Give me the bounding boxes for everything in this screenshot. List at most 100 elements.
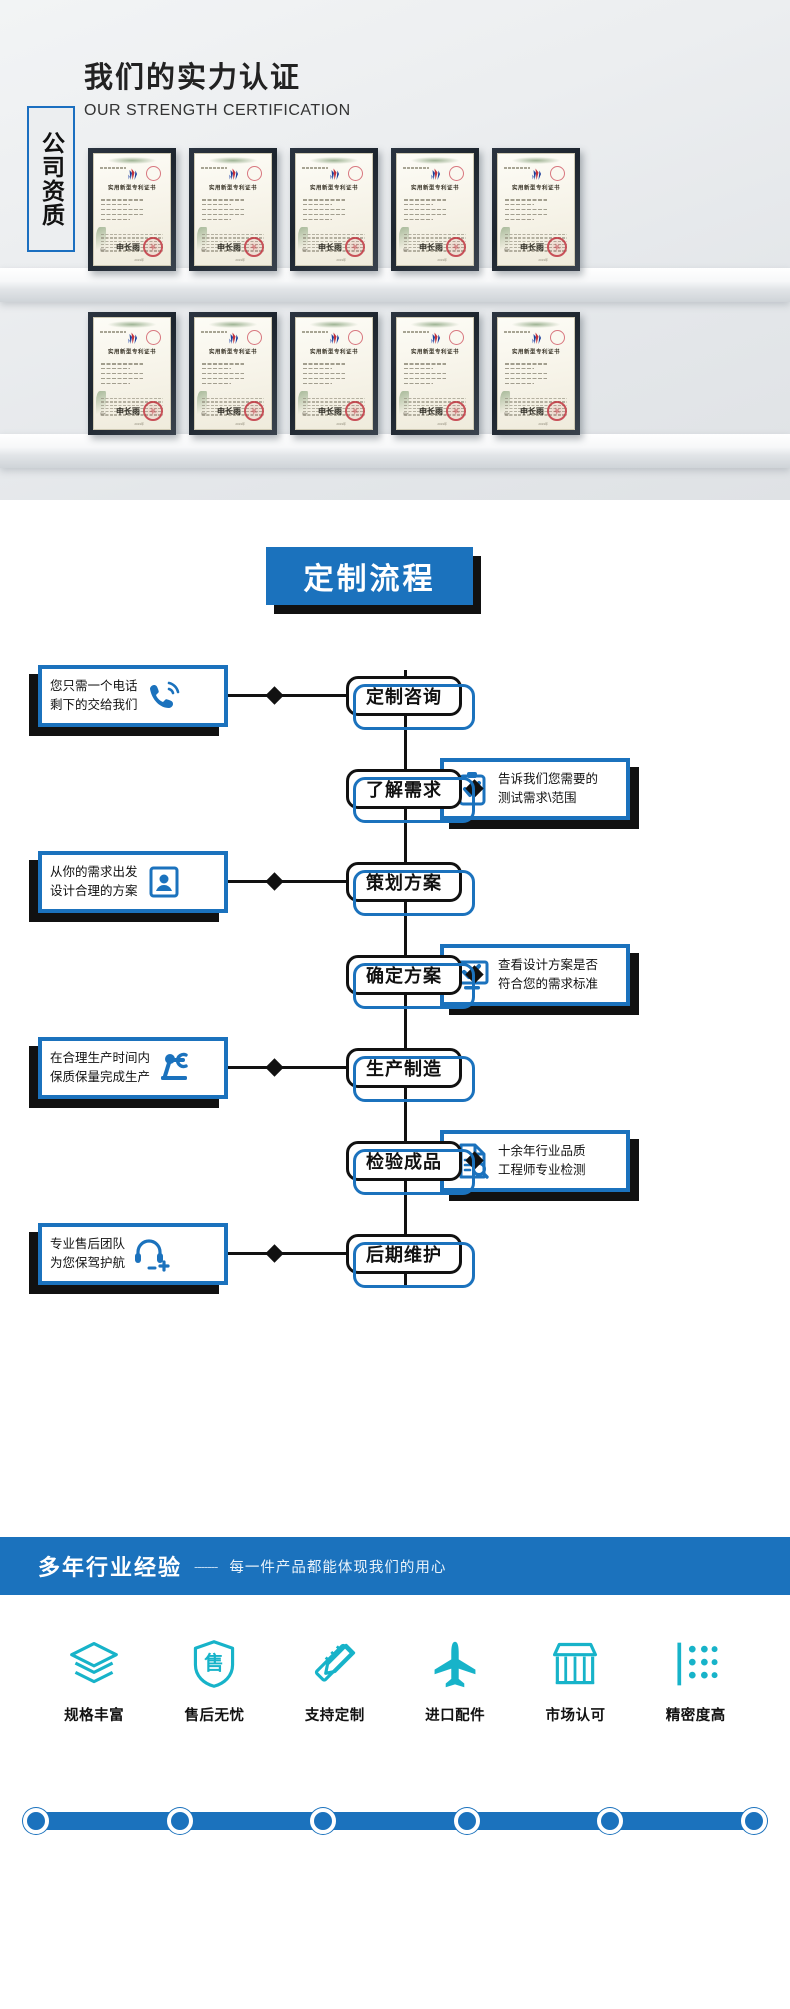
feature-label: 规格丰富: [64, 1708, 125, 1724]
flow-title-banner: 定制流程: [266, 547, 481, 614]
flow-card-body: 专业售后团队为您保驾护航: [38, 1223, 228, 1285]
flow-card-text: 告诉我们您需要的测试需求\范围: [498, 772, 599, 805]
flow-node-3[interactable]: 策划方案: [346, 862, 475, 916]
company-qualification-badge: 公司资质: [27, 106, 85, 262]
patent-logo-icon: [427, 330, 444, 345]
certificate-red-seal-icon: [143, 237, 163, 257]
patent-logo-icon: [326, 330, 343, 345]
certificate-frame[interactable]: 实用新型专利证书 局长 申长雨 2019年: [391, 312, 479, 435]
flow-card-3[interactable]: 从你的需求出发设计合理的方案: [29, 851, 228, 922]
certificate-ornament: [209, 157, 257, 164]
certificate-sign-label: 局长: [504, 247, 511, 252]
certificate-ornament: [512, 157, 560, 164]
experience-banner-dash: -------: [194, 1558, 218, 1574]
certificate-frame[interactable]: 实用新型专利证书 局长 申长雨 2019年: [189, 312, 277, 435]
certificate-leaf-ornament: [197, 227, 207, 253]
certificate-leaf-ornament: [298, 227, 308, 253]
shelf-lower: [0, 434, 790, 468]
flow-node-5[interactable]: 生产制造: [346, 1048, 475, 1102]
feature-item-4[interactable]: 进口配件: [401, 1628, 509, 1725]
svg-text:售: 售: [204, 1652, 225, 1675]
rail-dot-2: [166, 1808, 193, 1834]
certificate-frame[interactable]: 实用新型专利证书 局长 申长雨 2019年: [88, 312, 176, 435]
certificate-frame[interactable]: 实用新型专利证书 局长 申长雨 2019年: [492, 312, 580, 435]
feature-item-2[interactable]: 售 售后无忧: [160, 1628, 268, 1725]
flow-node-6[interactable]: 检验成品: [346, 1141, 475, 1195]
certificate-frame[interactable]: 实用新型专利证书 局长 申长雨 2019年: [189, 148, 277, 271]
document-user-icon: [144, 862, 184, 902]
certificate-title: 实用新型专利证书: [108, 184, 156, 191]
certificate-frame[interactable]: 实用新型专利证书 局长 申长雨 2019年: [290, 312, 378, 435]
certificate-seal-top: [449, 166, 464, 181]
feature-item-3[interactable]: 支持定制: [281, 1628, 389, 1725]
flow-connector-diamond-3: [265, 872, 284, 891]
feature-label: 售后无忧: [184, 1708, 245, 1724]
certificate-paragraph: [202, 398, 264, 418]
flow-node-label: 生产制造: [366, 1059, 442, 1079]
certificate-frame[interactable]: 实用新型专利证书 局长 申长雨 2019年: [88, 148, 176, 271]
certificate-sign-label: 局长: [302, 411, 309, 416]
flow-node-2[interactable]: 了解需求: [346, 769, 475, 823]
certificate-leaf-ornament: [500, 391, 510, 417]
certificate-header-line: [302, 331, 328, 333]
shelf-upper: [0, 268, 790, 302]
certificate-frame[interactable]: 实用新型专利证书 局长 申长雨 2019年: [492, 148, 580, 271]
certificate-signature: 申长雨: [318, 407, 342, 416]
flow-connector-3: [228, 880, 346, 883]
certificate-field-lines: [505, 363, 567, 387]
certificate-paper: 实用新型专利证书 局长 申长雨 2019年: [396, 153, 474, 266]
certificate-seal-top: [550, 330, 565, 345]
certificate-ornament: [310, 321, 358, 328]
flow-connector-7: [228, 1252, 346, 1255]
certificate-frame[interactable]: 实用新型专利证书 局长 申长雨 2019年: [391, 148, 479, 271]
flow-card-1[interactable]: 您只需一个电话剩下的交给我们: [29, 665, 228, 736]
certificate-seal-top: [449, 330, 464, 345]
certificate-date: 2019年: [538, 258, 548, 262]
feature-label: 精密度高: [665, 1708, 726, 1724]
flow-node-4[interactable]: 确定方案: [346, 955, 475, 1009]
flow-card-7[interactable]: 专业售后团队为您保驾护航: [29, 1223, 228, 1294]
flow-card-body: 从你的需求出发设计合理的方案: [38, 851, 228, 913]
certificate-paragraph: [101, 398, 163, 418]
certificate-seal-top: [247, 330, 262, 345]
certificate-ornament: [108, 157, 156, 164]
certificate-paper: 实用新型专利证书 局长 申长雨 2019年: [194, 153, 272, 266]
flow-connector-1: [228, 694, 346, 697]
certificate-frame[interactable]: 实用新型专利证书 局长 申长雨 2019年: [290, 148, 378, 271]
certificate-header-line: [504, 167, 530, 169]
patent-logo-icon: [225, 166, 242, 181]
experience-banner: 多年行业经验 ------- 每一件产品都能体现我们的用心: [0, 1537, 790, 1595]
certificate-header-line: [403, 167, 429, 169]
flow-node-7[interactable]: 后期维护: [346, 1234, 475, 1288]
feature-item-6[interactable]: 精密度高: [642, 1628, 750, 1725]
certificate-leaf-ornament: [399, 227, 409, 253]
rail-dot-6: [741, 1808, 767, 1834]
experience-banner-subtitle: 每一件产品都能体现我们的用心: [229, 1559, 447, 1576]
certificate-field-lines: [404, 363, 466, 387]
certificate-sign-label: 局长: [403, 411, 410, 416]
certificate-header-line: [100, 331, 126, 333]
precision-dots-icon: [670, 1628, 722, 1690]
certificate-header-line: [201, 167, 227, 169]
certificate-date: 2019年: [437, 258, 447, 262]
certificate-leaf-ornament: [96, 227, 106, 253]
feature-item-5[interactable]: 市场认可: [521, 1628, 629, 1725]
layers-icon: [68, 1628, 120, 1690]
certificate-date: 2019年: [336, 258, 346, 262]
flow-card-6[interactable]: 十余年行业品质工程师专业检测: [440, 1130, 639, 1201]
certificate-field-lines: [404, 199, 466, 223]
certificate-signature: 申长雨: [419, 243, 443, 252]
robot-arm-icon: [156, 1048, 196, 1088]
flow-title-box: 定制流程: [266, 547, 473, 605]
certificate-field-lines: [101, 363, 163, 387]
certificate-seal-top: [348, 330, 363, 345]
flow-node-1[interactable]: 定制咨询: [346, 676, 475, 730]
patent-logo-icon: [326, 166, 343, 181]
flow-card-body: 在合理生产时间内保质保量完成生产: [38, 1037, 228, 1099]
certificate-seal-top: [550, 166, 565, 181]
rail-dot-3: [310, 1808, 337, 1834]
feature-item-1[interactable]: 规格丰富: [40, 1628, 148, 1725]
certificate-signature: 申长雨: [520, 407, 544, 416]
flow-card-5[interactable]: 在合理生产时间内保质保量完成生产: [29, 1037, 228, 1108]
certificate-paper: 实用新型专利证书 局长 申长雨 2019年: [497, 153, 575, 266]
